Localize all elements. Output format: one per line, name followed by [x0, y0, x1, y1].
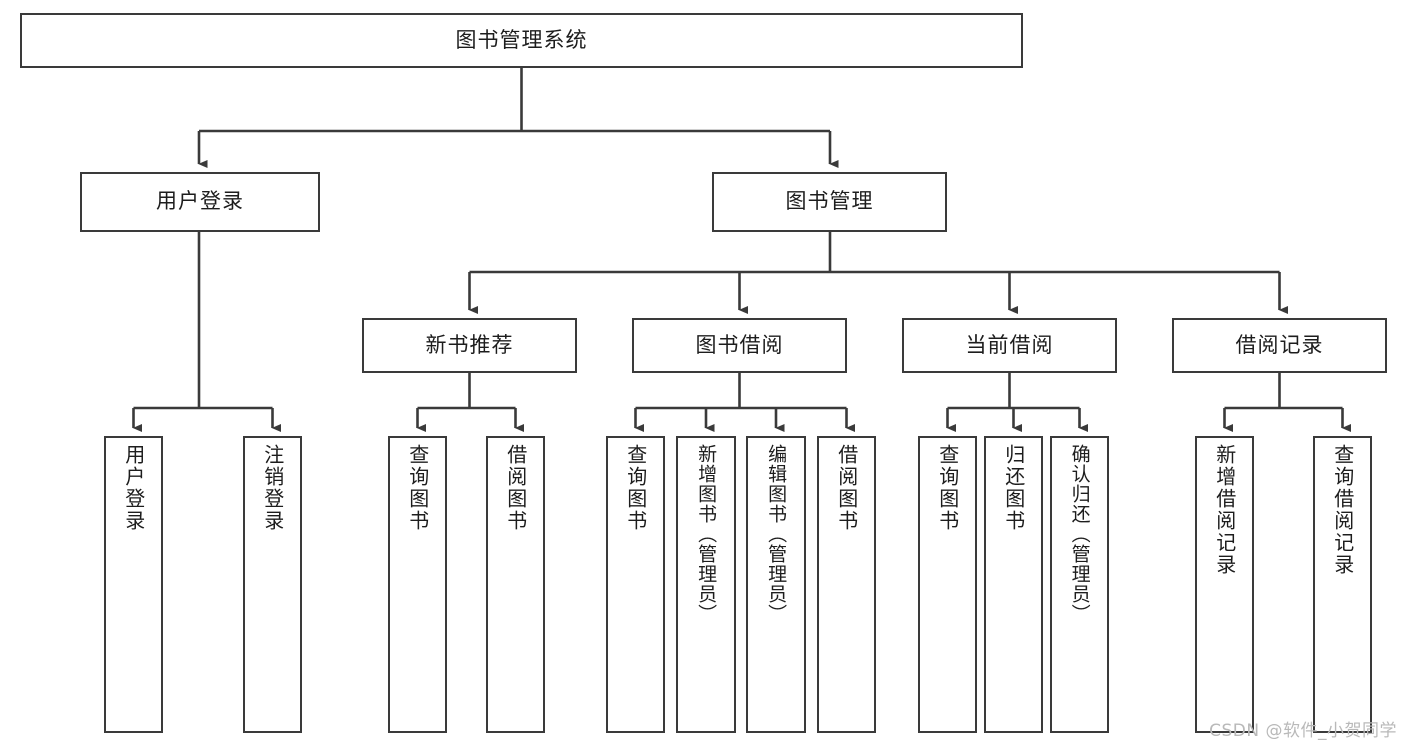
- node-leaf-rec-query-record[interactable]: 查询借阅记录: [1313, 436, 1372, 733]
- csdn-watermark: CSDN @软件_小贺同学: [1209, 721, 1397, 741]
- node-label: 编辑图书（管理员）: [765, 444, 788, 624]
- node-leaf-user-logout[interactable]: 注销登录: [243, 436, 302, 733]
- node-new-book-rec[interactable]: 新书推荐: [362, 318, 577, 373]
- node-label: 新增借阅记录: [1212, 444, 1237, 576]
- node-book-borrow[interactable]: 图书借阅: [632, 318, 847, 373]
- node-root[interactable]: 图书管理系统: [20, 13, 1023, 68]
- node-label: 借阅记录: [1235, 332, 1324, 357]
- node-leaf-rec-query-book[interactable]: 查询图书: [388, 436, 447, 733]
- node-label: 新书推荐: [425, 332, 514, 357]
- node-leaf-borrow-add-book[interactable]: 新增图书（管理员）: [676, 436, 736, 733]
- node-borrow-record[interactable]: 借阅记录: [1172, 318, 1387, 373]
- node-leaf-rec-add-record[interactable]: 新增借阅记录: [1195, 436, 1254, 733]
- node-label: 借阅图书: [834, 444, 859, 532]
- node-label: 归还图书: [1001, 444, 1026, 532]
- node-leaf-borrow-borrow-book[interactable]: 借阅图书: [817, 436, 876, 733]
- node-label: 图书管理系统: [455, 27, 588, 52]
- node-label: 当前借阅: [965, 332, 1054, 357]
- node-user-login[interactable]: 用户登录: [80, 172, 320, 232]
- node-current-borrow[interactable]: 当前借阅: [902, 318, 1117, 373]
- node-leaf-cur-confirm-return[interactable]: 确认归还（管理员）: [1050, 436, 1109, 733]
- node-label: 新增图书（管理员）: [695, 444, 718, 624]
- node-label: 查询图书: [405, 444, 430, 532]
- node-label: 图书管理: [785, 189, 874, 214]
- node-book-manage[interactable]: 图书管理: [712, 172, 947, 232]
- node-leaf-cur-return-book[interactable]: 归还图书: [984, 436, 1043, 733]
- node-label: 确认归还（管理员）: [1068, 444, 1091, 624]
- node-leaf-user-login[interactable]: 用户登录: [104, 436, 163, 733]
- node-label: 图书借阅: [695, 332, 784, 357]
- node-label: 注销登录: [260, 444, 285, 532]
- node-leaf-borrow-edit-book[interactable]: 编辑图书（管理员）: [746, 436, 806, 733]
- node-label: 用户登录: [121, 444, 146, 532]
- node-label: 查询图书: [623, 444, 648, 532]
- node-label: 查询图书: [935, 444, 960, 532]
- node-leaf-borrow-query-book[interactable]: 查询图书: [606, 436, 665, 733]
- node-label: 用户登录: [156, 189, 244, 214]
- node-leaf-rec-borrow-book[interactable]: 借阅图书: [486, 436, 545, 733]
- node-label: 查询借阅记录: [1330, 444, 1355, 576]
- node-label: 借阅图书: [503, 444, 528, 532]
- node-leaf-cur-query-book[interactable]: 查询图书: [918, 436, 977, 733]
